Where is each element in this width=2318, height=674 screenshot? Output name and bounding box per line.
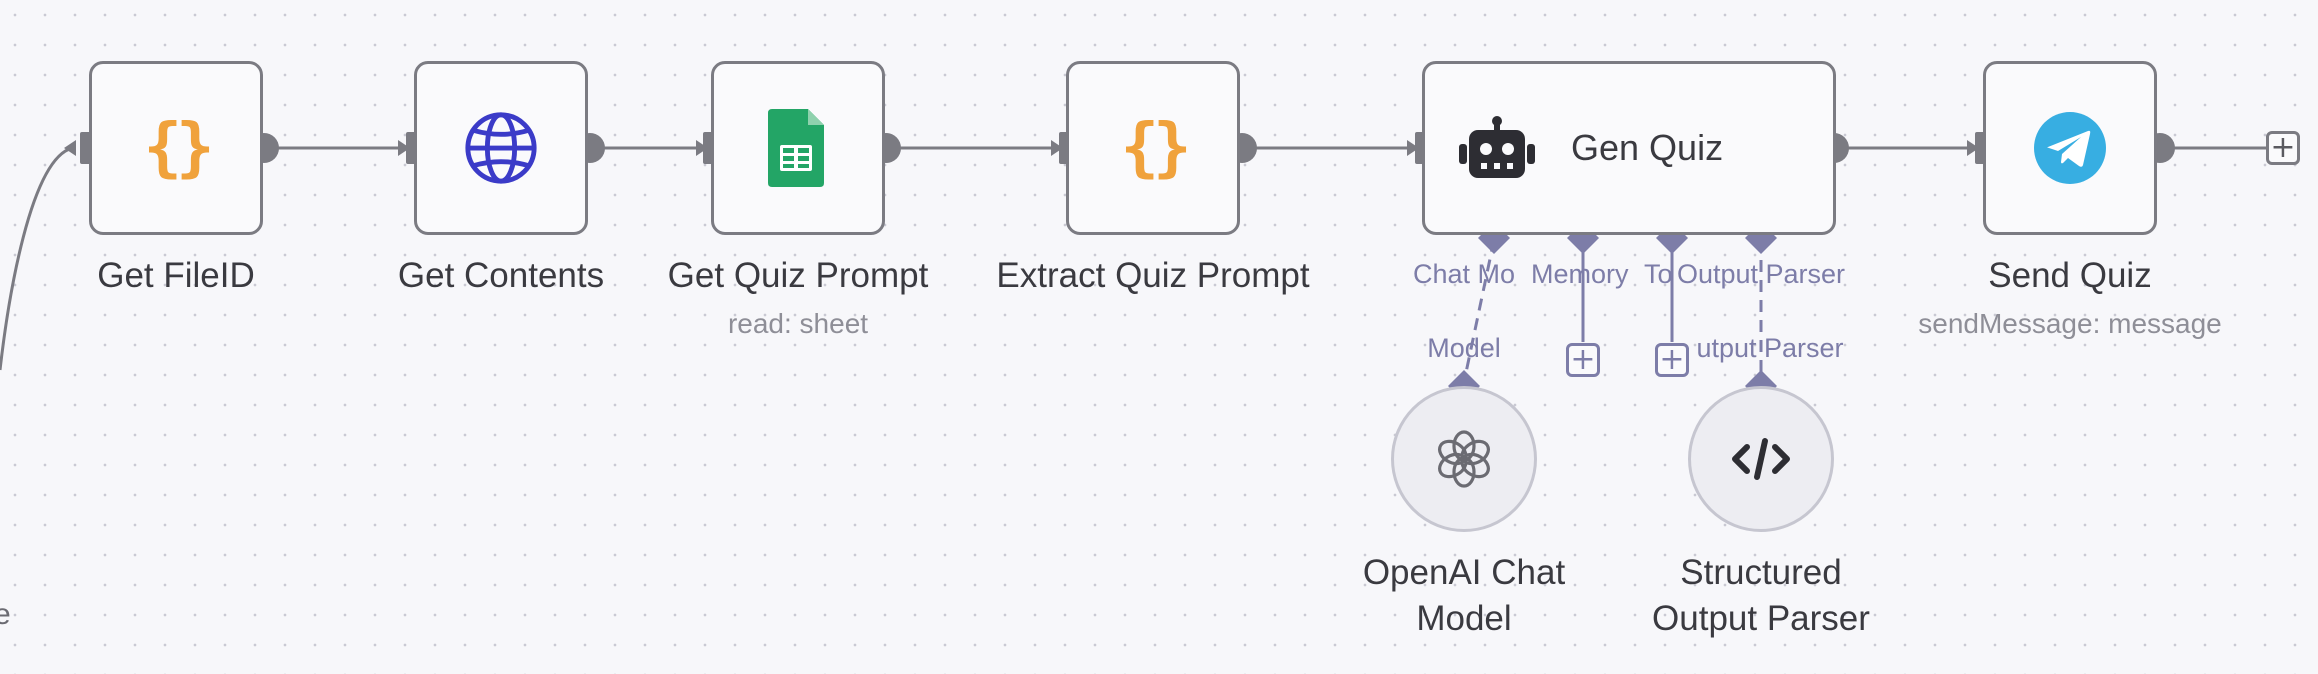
braces-icon: {}	[1120, 111, 1191, 185]
subnode-label-structured-output-parser: Structured Output Parser	[1652, 553, 1870, 638]
port-label-tool: To	[1644, 259, 1673, 289]
google-sheets-icon	[768, 109, 824, 187]
sub-ports[interactable]	[1448, 222, 1777, 402]
incoming-connection	[0, 146, 73, 371]
subnode-label-openai-chat-model: OpenAI Chat Model	[1362, 553, 1566, 638]
node-extract-quiz-prompt[interactable]: {}	[1066, 61, 1240, 235]
port-label-chat-model: Chat Mo	[1413, 259, 1516, 289]
port-label-output-parser: Output Parser	[1676, 259, 1846, 289]
gen-quiz-title: Gen Quiz	[1571, 127, 1724, 168]
node-send-quiz[interactable]	[1983, 61, 2157, 235]
node-get-contents[interactable]	[414, 61, 588, 235]
node-label-get-quiz-prompt: Get Quiz Prompt	[667, 256, 929, 295]
globe-icon	[465, 112, 537, 184]
subport-label-output-parser: utput Parser	[1696, 333, 1844, 363]
code-icon	[1732, 438, 1790, 480]
node-gen-quiz[interactable]: Gen Quiz	[1422, 61, 1836, 235]
node-get-fileid[interactable]: {}	[89, 61, 263, 235]
edge-label-fragment: e	[0, 598, 11, 631]
subport-label-model: Model	[1427, 333, 1501, 363]
node-subtitle-get-quiz-prompt: read: sheet	[727, 308, 869, 339]
node-label-extract-quiz-prompt: Extract Quiz Prompt	[996, 256, 1310, 295]
add-memory-button[interactable]: +	[1566, 343, 1600, 377]
robot-icon	[1459, 116, 1535, 178]
subnode-openai-chat-model[interactable]	[1391, 386, 1537, 532]
subnode-structured-output-parser[interactable]	[1688, 386, 1834, 532]
arrowheads	[64, 140, 1979, 156]
node-label-get-fileid: Get FileID	[97, 256, 255, 295]
sub-connections	[1462, 239, 1763, 383]
port-label-memory: Memory	[1531, 259, 1629, 289]
node-subtitle-send-quiz: sendMessage: message	[1918, 308, 2222, 339]
node-get-quiz-prompt[interactable]	[711, 61, 885, 235]
node-label-send-quiz: Send Quiz	[1988, 256, 2152, 295]
add-tool-button[interactable]: +	[1655, 343, 1689, 377]
add-node-button[interactable]: +	[2266, 131, 2300, 165]
braces-icon: {}	[143, 111, 214, 185]
node-label-get-contents: Get Contents	[397, 256, 605, 295]
openai-icon	[1438, 430, 1490, 488]
telegram-icon	[2034, 112, 2106, 184]
